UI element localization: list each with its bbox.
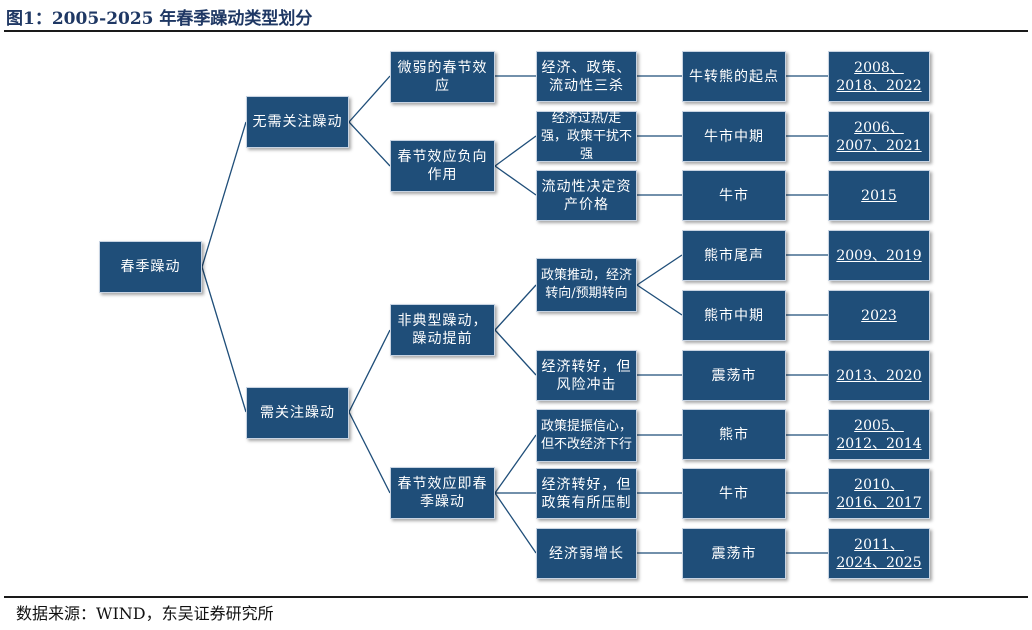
bottom-rule: [4, 596, 1028, 598]
years-bull: 2015: [828, 170, 930, 221]
node-policy-confidence: 政策提振信心，但不改经济下行: [536, 409, 637, 462]
top-rule: [4, 30, 1028, 32]
node-festival-is-rally: 春节效应即春季躁动: [390, 467, 495, 519]
node-needs-attention: 需关注躁动: [246, 387, 349, 439]
years-range-bound: 2013、2020: [828, 350, 930, 401]
years-range-bound-2: 2011、2024、2025: [828, 528, 930, 579]
market-bear: 熊市: [682, 409, 786, 460]
market-bull-to-bear: 牛转熊的起点: [682, 51, 786, 102]
node-overheating: 经济过热/走强，政策干扰不强: [536, 111, 637, 162]
market-late-bear: 熊市尾声: [682, 230, 786, 281]
market-range-bound: 震荡市: [682, 350, 786, 401]
node-economy-better-risk: 经济转好，但风险冲击: [536, 350, 637, 401]
years-mid-bull: 2006、2007、2021: [828, 111, 930, 162]
node-no-attention: 无需关注躁动: [246, 96, 349, 148]
years-mid-bear: 2023: [828, 290, 930, 341]
node-economy-better-policy: 经济转好，但政策有所压制: [536, 468, 637, 519]
years-bull-to-bear: 2008、2018、2022: [828, 51, 930, 102]
years-bull-2: 2010、2016、2017: [828, 468, 930, 519]
node-policy-push: 政策推动，经济转向/预期转向: [536, 258, 637, 312]
node-atypical-early-rally: 非典型躁动，躁动提前: [390, 304, 495, 356]
market-bull: 牛市: [682, 170, 786, 221]
figure-title: 图1：2005-2025 年春季躁动类型划分: [6, 9, 313, 29]
node-weak-growth: 经济弱增长: [536, 528, 637, 579]
node-negative-festival-effect: 春节效应负向作用: [390, 140, 495, 192]
market-mid-bull: 牛市中期: [682, 111, 786, 162]
source-note: 数据来源：WIND，东吴证券研究所: [16, 604, 274, 623]
years-late-bear: 2009、2019: [828, 230, 930, 281]
years-bear: 2005、2012、2014: [828, 409, 930, 460]
market-bull-2: 牛市: [682, 468, 786, 519]
node-triple-kill: 经济、政策、流动性三杀: [536, 51, 637, 102]
node-root: 春季躁动: [99, 241, 202, 293]
market-mid-bear: 熊市中期: [682, 290, 786, 341]
node-weak-festival-effect: 微弱的春节效应: [390, 51, 495, 103]
node-liquidity-driven: 流动性决定资产价格: [536, 170, 637, 221]
market-range-bound-2: 震荡市: [682, 528, 786, 579]
